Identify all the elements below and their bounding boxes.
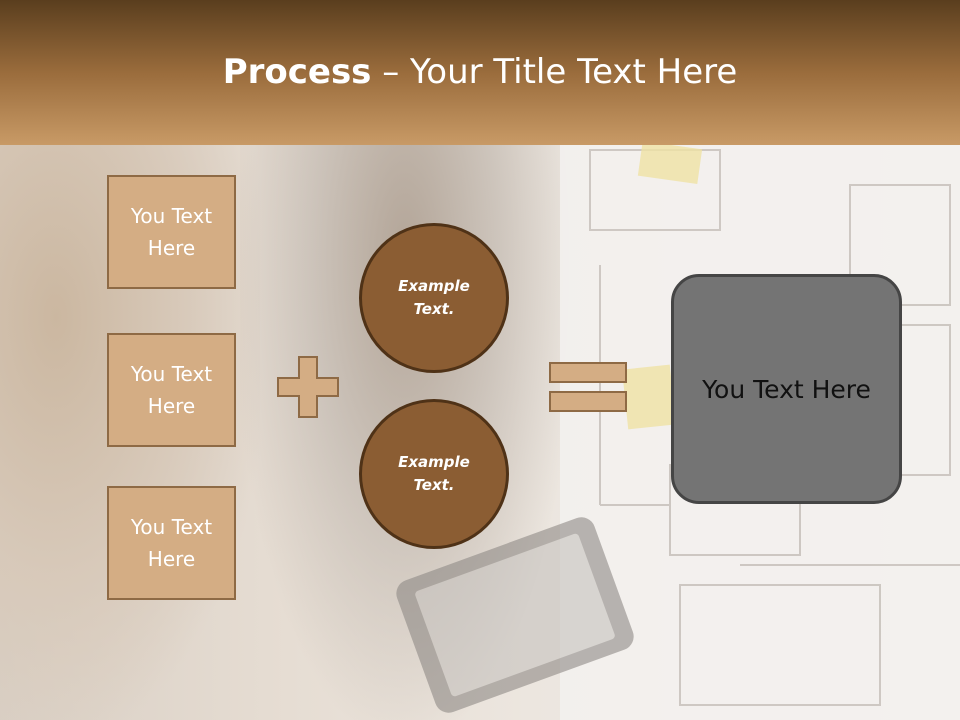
title-bar: Process – Your Title Text Here [0, 0, 960, 145]
slide-title-rest: – Your Title Text Here [371, 52, 738, 92]
input-box-2[interactable]: You Text Here [107, 333, 236, 447]
input-box-3[interactable]: You Text Here [107, 486, 236, 600]
result-box[interactable]: You Text Here [671, 274, 902, 504]
input-box-1-text: You Text Here [130, 204, 213, 260]
slide-title-bold: Process [222, 52, 372, 92]
plus-icon [277, 356, 339, 418]
sticky-note [621, 364, 677, 430]
example-circle-2[interactable]: Example Text. [359, 399, 509, 549]
input-box-1[interactable]: You Text Here [107, 175, 236, 289]
input-box-2-text: You Text Here [130, 362, 213, 418]
equals-bar-bottom [549, 391, 627, 412]
result-box-text: You Text Here [702, 374, 871, 404]
example-circle-1-text: Example Text. [398, 277, 470, 318]
example-circle-2-text: Example Text. [398, 453, 470, 494]
input-box-3-text: You Text Here [130, 515, 213, 571]
example-circle-1[interactable]: Example Text. [359, 223, 509, 373]
equals-bar-top [549, 362, 627, 383]
slide-title[interactable]: Process – Your Title Text Here [0, 52, 960, 92]
